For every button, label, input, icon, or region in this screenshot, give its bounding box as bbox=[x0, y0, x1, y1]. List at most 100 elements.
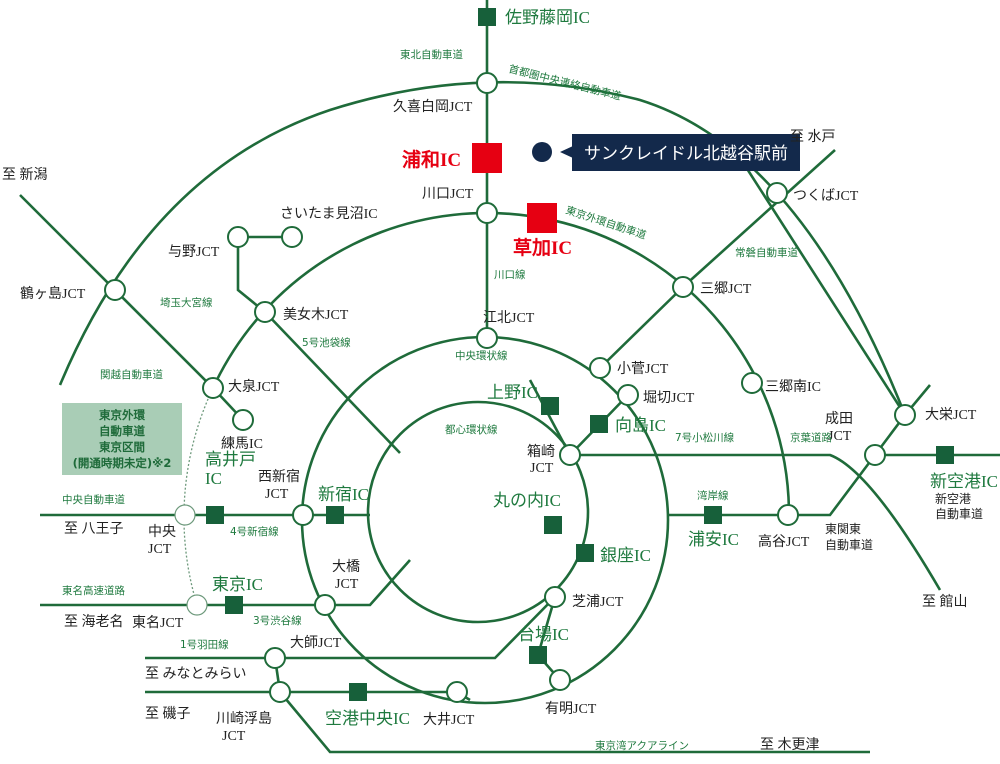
mukojima-ic-marker bbox=[590, 415, 608, 433]
daishi-jct-node bbox=[264, 647, 286, 669]
soka-ic-marker bbox=[527, 203, 557, 233]
komatsugawa-line bbox=[570, 453, 942, 591]
horikiri-jct-node bbox=[617, 384, 639, 406]
koya-jct-node bbox=[777, 504, 799, 526]
jct-label: 久喜白岡JCT bbox=[393, 99, 473, 115]
hakozaki-jct-node bbox=[559, 444, 581, 466]
jct-label: JCT bbox=[828, 429, 852, 444]
road-label: 5号池袋線 bbox=[302, 336, 351, 349]
nerima-ic-node bbox=[232, 409, 254, 431]
urawa-ic-marker bbox=[472, 143, 502, 173]
jct-label: 成田 bbox=[825, 411, 853, 427]
ohashi-jct-node bbox=[314, 594, 336, 616]
haneda-line bbox=[145, 596, 556, 660]
property-name: サンクレイドル北越谷駅前 bbox=[584, 144, 788, 164]
jct-label: 東名JCT bbox=[132, 615, 184, 631]
misato-line bbox=[599, 286, 684, 369]
ariake-jct-node bbox=[549, 669, 571, 691]
road-label: 東京湾アクアライン bbox=[595, 739, 689, 752]
ic-label: 上野IC bbox=[487, 383, 538, 402]
ic-label: 台場IC bbox=[518, 625, 569, 644]
jct-label: 大橋 bbox=[332, 559, 360, 575]
tokyo-ic-marker bbox=[225, 596, 243, 614]
marunouchi-ic-marker bbox=[544, 516, 562, 534]
chuo-kanjo-ring bbox=[300, 335, 670, 705]
jct-label: 高谷JCT bbox=[758, 533, 810, 550]
road-label: 京葉道路 bbox=[790, 431, 832, 444]
jct-label: 美女木JCT bbox=[283, 306, 349, 323]
road-label: 4号新宿線 bbox=[230, 525, 279, 538]
road-label: 常磐自動車道 bbox=[735, 246, 798, 259]
ic-label: 新宿IC bbox=[318, 485, 369, 504]
road-label: 中央自動車道 bbox=[62, 493, 125, 506]
ic-label: 丸の内IC bbox=[493, 491, 561, 510]
kuko-chuo-ic-marker bbox=[349, 683, 367, 701]
oi-jct-node bbox=[446, 681, 468, 703]
jct-label: 三郷JCT bbox=[700, 281, 752, 297]
jct-label: JCT bbox=[265, 487, 289, 502]
jct-label: さいたま見沼IC bbox=[280, 206, 378, 222]
road-label: 中央環状線 bbox=[455, 349, 508, 362]
daiba-ic-marker bbox=[529, 646, 547, 664]
ukishima-jct-node bbox=[269, 681, 291, 703]
road-lines bbox=[19, 0, 1000, 754]
destination-label: 至 新潟 bbox=[2, 167, 48, 183]
ueno-line bbox=[528, 379, 572, 456]
destination-label: 至 水戸 bbox=[790, 129, 836, 145]
shinjuku-ic-marker bbox=[326, 506, 344, 524]
callout-pointer bbox=[560, 146, 573, 158]
soka-ic-label: 草加IC bbox=[513, 236, 572, 259]
ic-label: 向島IC bbox=[615, 416, 666, 435]
road-label: 東名高速道路 bbox=[62, 584, 125, 597]
road-label: 3号渋谷線 bbox=[253, 614, 302, 627]
nishishinjuku-jct-node bbox=[292, 504, 314, 526]
yono-jct-node bbox=[227, 226, 249, 248]
shibaura-jct-node bbox=[544, 586, 566, 608]
jct-label: 鶴ヶ島JCT bbox=[20, 285, 86, 302]
jct-label: 有明JCT bbox=[545, 701, 597, 717]
joban-road bbox=[682, 149, 836, 288]
road-label: 都心環状線 bbox=[445, 423, 498, 436]
tsurugashima-jct-node bbox=[104, 279, 126, 301]
jct-label: 江北JCT bbox=[483, 310, 535, 326]
note-line: 自動車道 bbox=[99, 424, 145, 438]
jct-label: JCT bbox=[530, 461, 554, 476]
road-label: 1号羽田線 bbox=[180, 638, 229, 651]
note-line: 東京区間 bbox=[99, 440, 145, 454]
road-label: 埼玉大宮線 bbox=[160, 296, 213, 309]
ic-label: 銀座IC bbox=[600, 546, 651, 565]
chuo-jct-node bbox=[174, 504, 196, 526]
gaikan-note-box bbox=[62, 403, 182, 475]
sano-ic-marker bbox=[478, 8, 496, 26]
jct-label: JCT bbox=[222, 729, 246, 744]
minuma-ic-node bbox=[281, 226, 303, 248]
jct-label: 自動車道 bbox=[935, 507, 983, 521]
jct-label: 与野JCT bbox=[168, 244, 220, 260]
jct-label: 大泉JCT bbox=[228, 378, 280, 395]
narita-jct-node bbox=[864, 444, 886, 466]
property-callout bbox=[572, 134, 800, 171]
jct-label: JCT bbox=[148, 542, 172, 557]
jct-label: 芝浦JCT bbox=[572, 594, 624, 610]
ic-label: 佐野藤岡IC bbox=[505, 8, 590, 27]
jct-label: 三郷南IC bbox=[765, 379, 821, 395]
property-location-marker bbox=[532, 142, 552, 162]
road-label: 川口線 bbox=[494, 268, 526, 281]
note-line: 東京外環 bbox=[99, 408, 145, 422]
bijogi-jct-node bbox=[254, 301, 276, 323]
destination-label: 至 磯子 bbox=[145, 706, 191, 722]
note-line: (開通時期未定)※2 bbox=[73, 456, 172, 470]
road-label: 東北自動車道 bbox=[400, 48, 463, 61]
ic-label: 新空港IC bbox=[930, 472, 998, 491]
jct-label: JCT bbox=[335, 577, 359, 592]
tomei-jct-node bbox=[186, 594, 208, 616]
oizumi-jct-node bbox=[202, 377, 224, 399]
saitama-omiya-line bbox=[236, 235, 292, 314]
urawa-ic-label: 浦和IC bbox=[402, 148, 461, 171]
kohoku-jct-node bbox=[476, 327, 498, 349]
taiei-jct-node bbox=[894, 404, 916, 426]
destination-label: 至 みなとみらい bbox=[145, 666, 247, 682]
tsukuba-jct-node bbox=[766, 182, 788, 204]
kosuge-jct-node bbox=[589, 357, 611, 379]
